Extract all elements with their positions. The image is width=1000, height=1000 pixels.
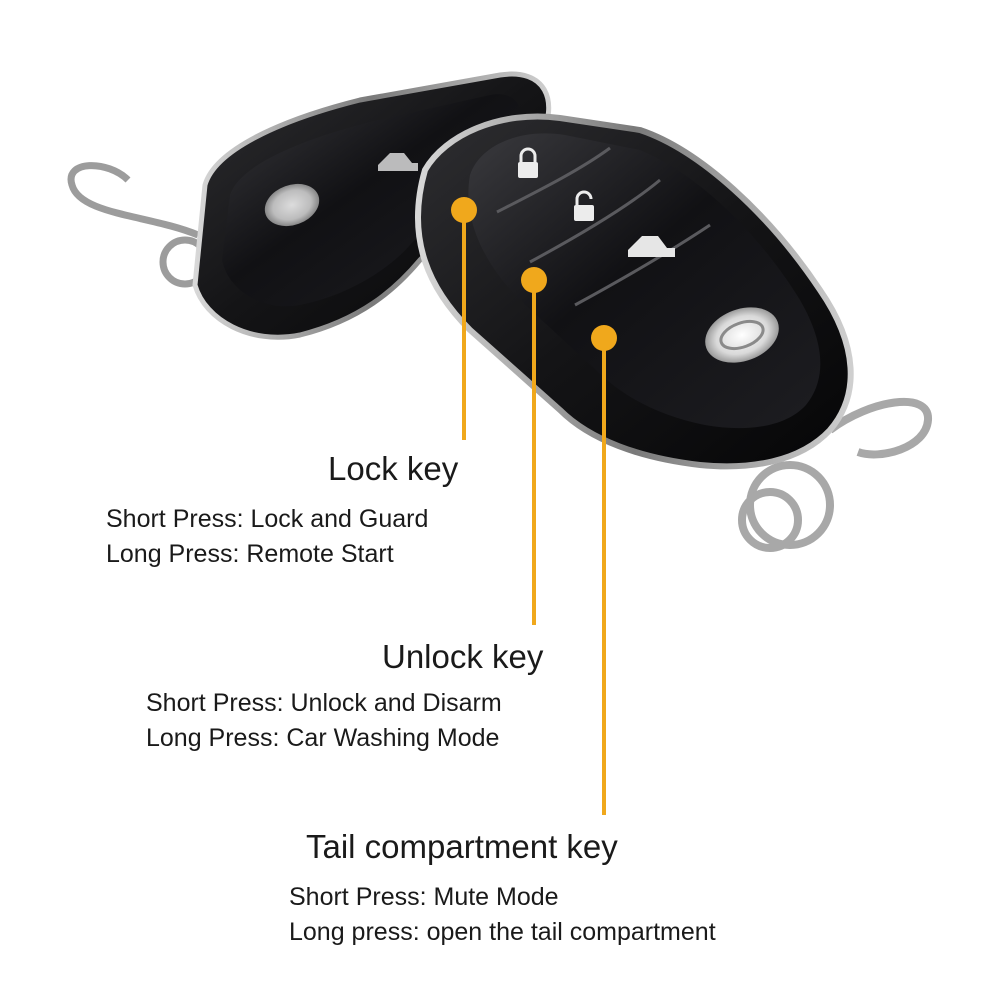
brand-logo-icon xyxy=(705,307,779,363)
unlock-key-short-press: Short Press: Unlock and Disarm xyxy=(146,689,502,717)
lock-key-long-press: Long Press: Remote Start xyxy=(106,540,394,568)
tail-key-callout-marker xyxy=(591,325,617,815)
callout-lines xyxy=(451,197,617,815)
car-trunk-icon xyxy=(378,153,418,171)
brand-logo-icon xyxy=(264,183,320,227)
unlock-icon xyxy=(574,190,594,221)
tail-key-title: Tail compartment key xyxy=(306,828,618,865)
tail-key-long-press: Long press: open the tail compartment xyxy=(289,918,716,946)
lock-icon xyxy=(518,147,538,178)
car-trunk-icon xyxy=(628,236,675,257)
front-key-fob xyxy=(415,113,932,552)
lock-key-callout-marker xyxy=(451,197,477,440)
unlock-key-callout-marker xyxy=(521,267,547,625)
unlock-key-long-press: Long Press: Car Washing Mode xyxy=(146,724,500,752)
button-dividers xyxy=(496,146,711,307)
lock-key-title: Lock key xyxy=(328,450,459,487)
keyring-clasp-icon xyxy=(67,162,211,288)
keyring-clasp-icon xyxy=(738,397,932,552)
lock-key-short-press: Short Press: Lock and Guard xyxy=(106,505,429,533)
tail-key-short-press: Short Press: Mute Mode xyxy=(289,883,559,911)
unlock-key-title: Unlock key xyxy=(382,638,544,675)
